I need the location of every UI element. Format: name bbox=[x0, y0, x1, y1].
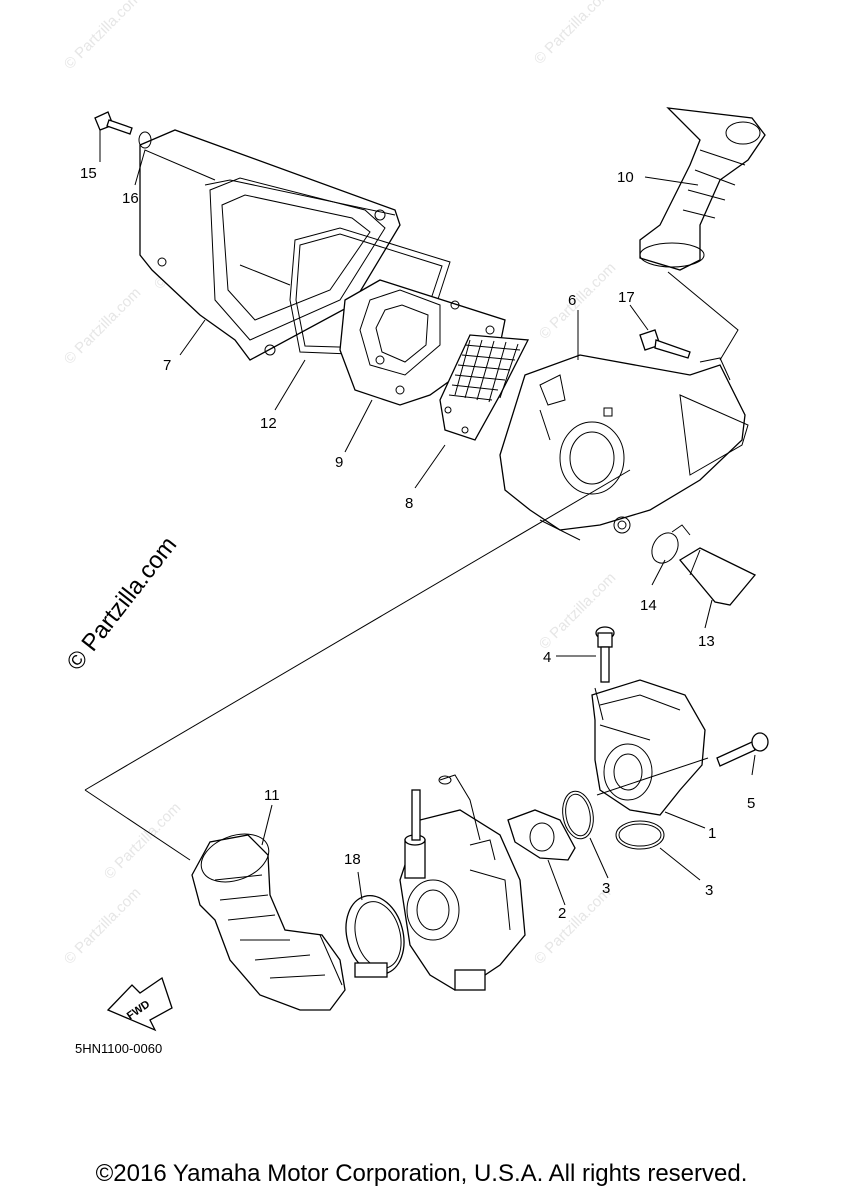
faint-watermark: © Partzilla.com bbox=[531, 0, 614, 68]
part-5-bolt bbox=[716, 732, 769, 767]
part-16-washer bbox=[138, 131, 152, 149]
callout-3: 3 bbox=[602, 880, 610, 897]
part-3-o-ring bbox=[615, 820, 665, 850]
callout-1: 1 bbox=[708, 825, 716, 842]
callouts: 15 16 7 12 9 8 6 10 17 14 13 4 5 1 3 3 2… bbox=[80, 165, 755, 922]
callout-16: 16 bbox=[122, 190, 139, 207]
faint-watermark: © Partzilla.com bbox=[101, 799, 184, 882]
copyright-notice: ©2016 Yamaha Motor Corporation, U.S.A. A… bbox=[95, 1160, 748, 1187]
part-13-drain bbox=[679, 547, 757, 606]
callout-14: 14 bbox=[640, 597, 657, 614]
callout-4: 4 bbox=[543, 649, 551, 666]
callout-8: 8 bbox=[405, 495, 413, 512]
carburetor bbox=[399, 774, 526, 991]
part-11-joint-hose bbox=[191, 833, 346, 1011]
faint-watermark: © Partzilla.com bbox=[61, 884, 144, 967]
faint-watermark: © Partzilla.com bbox=[61, 0, 144, 73]
part-1-joint bbox=[591, 679, 706, 816]
callout-18: 18 bbox=[344, 851, 361, 868]
callout-13: 13 bbox=[698, 633, 715, 650]
callout-11: 11 bbox=[264, 787, 280, 804]
callout-17: 17 bbox=[618, 289, 635, 306]
part-2-insulator bbox=[507, 809, 576, 861]
part-4-bolt bbox=[595, 626, 615, 683]
part-14-clamp bbox=[651, 524, 691, 564]
callout-3: 3 bbox=[705, 882, 713, 899]
part-17-bolt bbox=[639, 329, 691, 359]
part-10-intake-duct bbox=[639, 107, 766, 271]
faint-watermark: © Partzilla.com bbox=[61, 284, 144, 367]
part-18-clamp bbox=[345, 895, 405, 978]
part-3-o-ring bbox=[562, 790, 594, 840]
part-7-air-cleaner-cover bbox=[139, 129, 401, 361]
callout-9: 9 bbox=[335, 454, 343, 471]
callout-12: 12 bbox=[260, 415, 277, 432]
leader-lines bbox=[84, 130, 756, 906]
callout-15: 15 bbox=[80, 165, 97, 182]
callout-10: 10 bbox=[617, 169, 634, 186]
callout-2: 2 bbox=[558, 905, 566, 922]
diagram-code: 5HN1100-0060 bbox=[75, 1041, 162, 1056]
part-8-element bbox=[439, 334, 530, 441]
part-15-bolt bbox=[94, 111, 133, 135]
brand-watermark: © Partzilla.com bbox=[61, 532, 182, 676]
callout-7: 7 bbox=[163, 357, 171, 374]
part-9-element-holder bbox=[339, 279, 506, 406]
fwd-arrow-icon: FWD bbox=[106, 976, 173, 1032]
callout-5: 5 bbox=[747, 795, 755, 812]
callout-6: 6 bbox=[568, 292, 576, 309]
part-6-air-cleaner-case bbox=[499, 354, 749, 541]
